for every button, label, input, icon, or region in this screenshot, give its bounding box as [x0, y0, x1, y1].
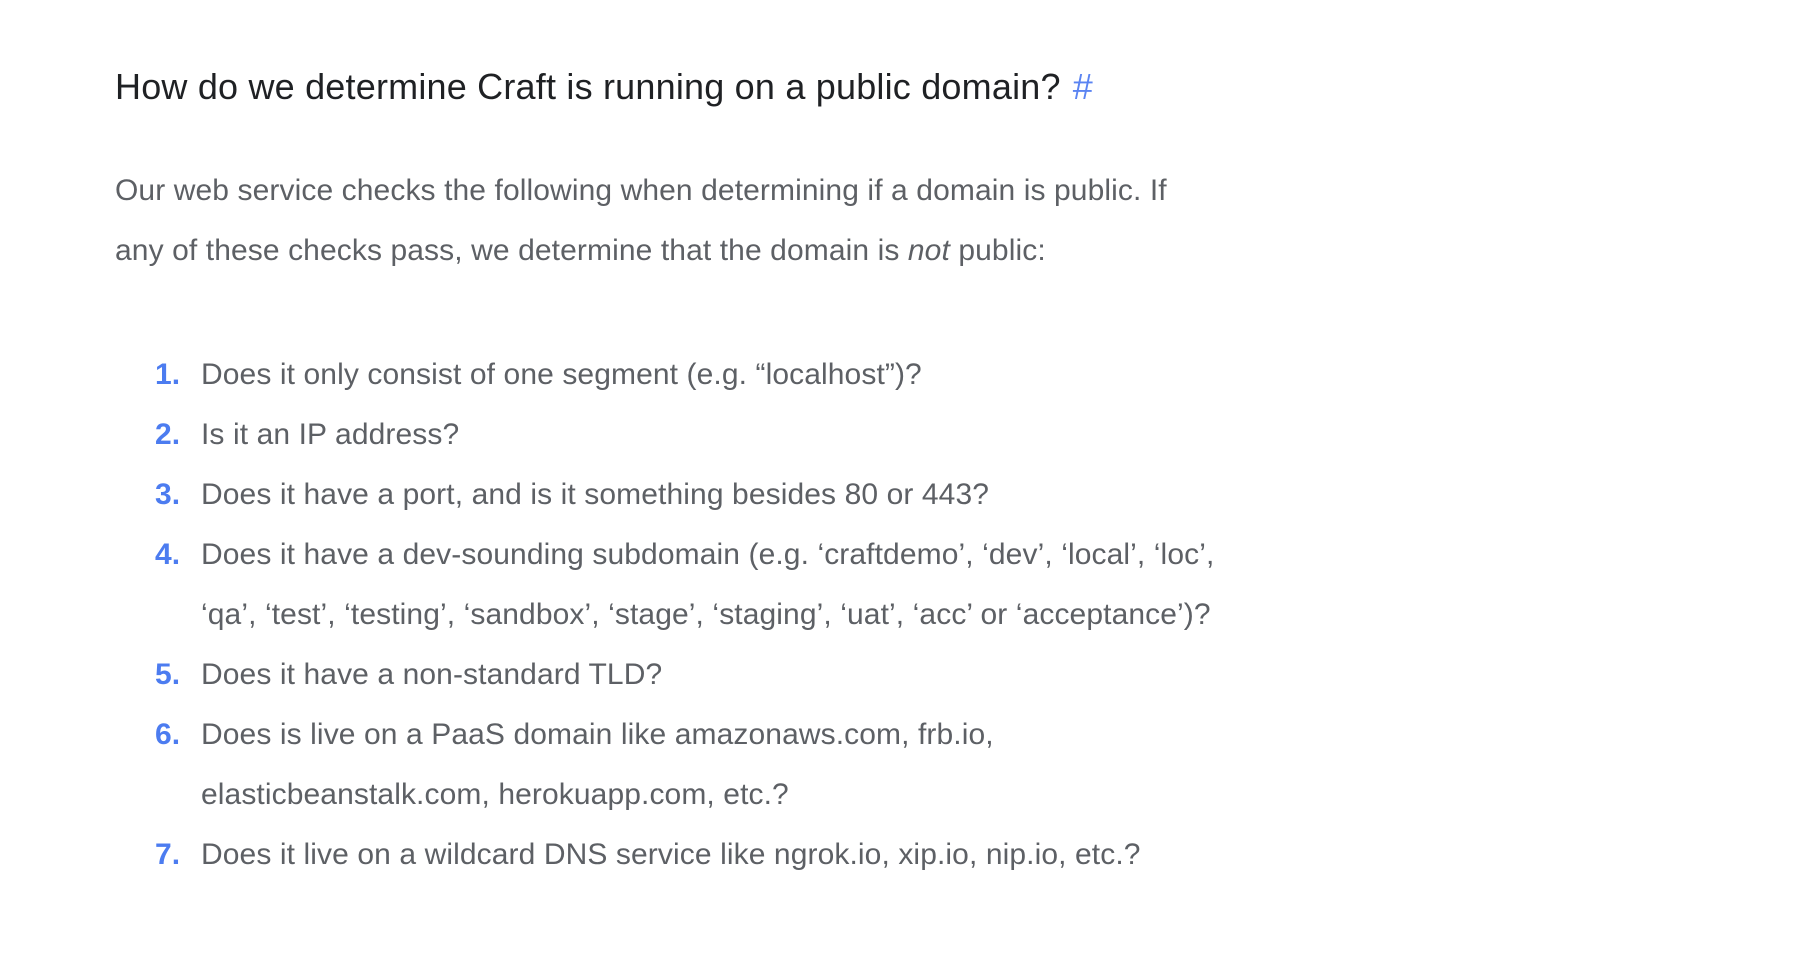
- list-item-number: 2.: [155, 417, 181, 451]
- list-item-number: 1.: [155, 357, 181, 391]
- list-item-number: 3.: [155, 477, 181, 511]
- list-item-number: 5.: [155, 657, 181, 691]
- heading-anchor-link[interactable]: #: [1072, 66, 1093, 107]
- checks-list: 1. Does it only consist of one segment (…: [115, 345, 1736, 885]
- intro-text-before: Our web service checks the following whe…: [115, 173, 1167, 267]
- list-item-text: Does it only consist of one segment (e.g…: [201, 357, 922, 391]
- list-item-text: Does it have a dev-sounding subdomain (e…: [201, 537, 1215, 631]
- list-item-text: Does it have a non-standard TLD?: [201, 657, 663, 691]
- page-title: How do we determine Craft is running on …: [115, 64, 1736, 111]
- list-item: 4. Does it have a dev-sounding subdomain…: [155, 525, 1736, 645]
- heading-text: How do we determine Craft is running on …: [115, 66, 1061, 107]
- list-item: 1. Does it only consist of one segment (…: [155, 345, 1736, 405]
- list-item-number: 4.: [155, 537, 181, 571]
- list-item: 2. Is it an IP address?: [155, 405, 1736, 465]
- intro-text-after: public:: [949, 233, 1046, 267]
- list-item-number: 6.: [155, 717, 181, 751]
- intro-text-italic: not: [907, 233, 950, 267]
- list-item-text: Does it live on a wildcard DNS service l…: [201, 837, 1141, 871]
- list-item: 3. Does it have a port, and is it someth…: [155, 465, 1736, 525]
- intro-paragraph: Our web service checks the following whe…: [115, 161, 1736, 281]
- list-item-text: Does is live on a PaaS domain like amazo…: [201, 717, 994, 811]
- list-item-text: Is it an IP address?: [201, 417, 460, 451]
- list-item-text: Does it have a port, and is it something…: [201, 477, 990, 511]
- list-item-number: 7.: [155, 837, 181, 871]
- list-item: 6. Does is live on a PaaS domain like am…: [155, 705, 1736, 825]
- list-item: 5. Does it have a non-standard TLD?: [155, 645, 1736, 705]
- list-item: 7. Does it live on a wildcard DNS servic…: [155, 825, 1736, 885]
